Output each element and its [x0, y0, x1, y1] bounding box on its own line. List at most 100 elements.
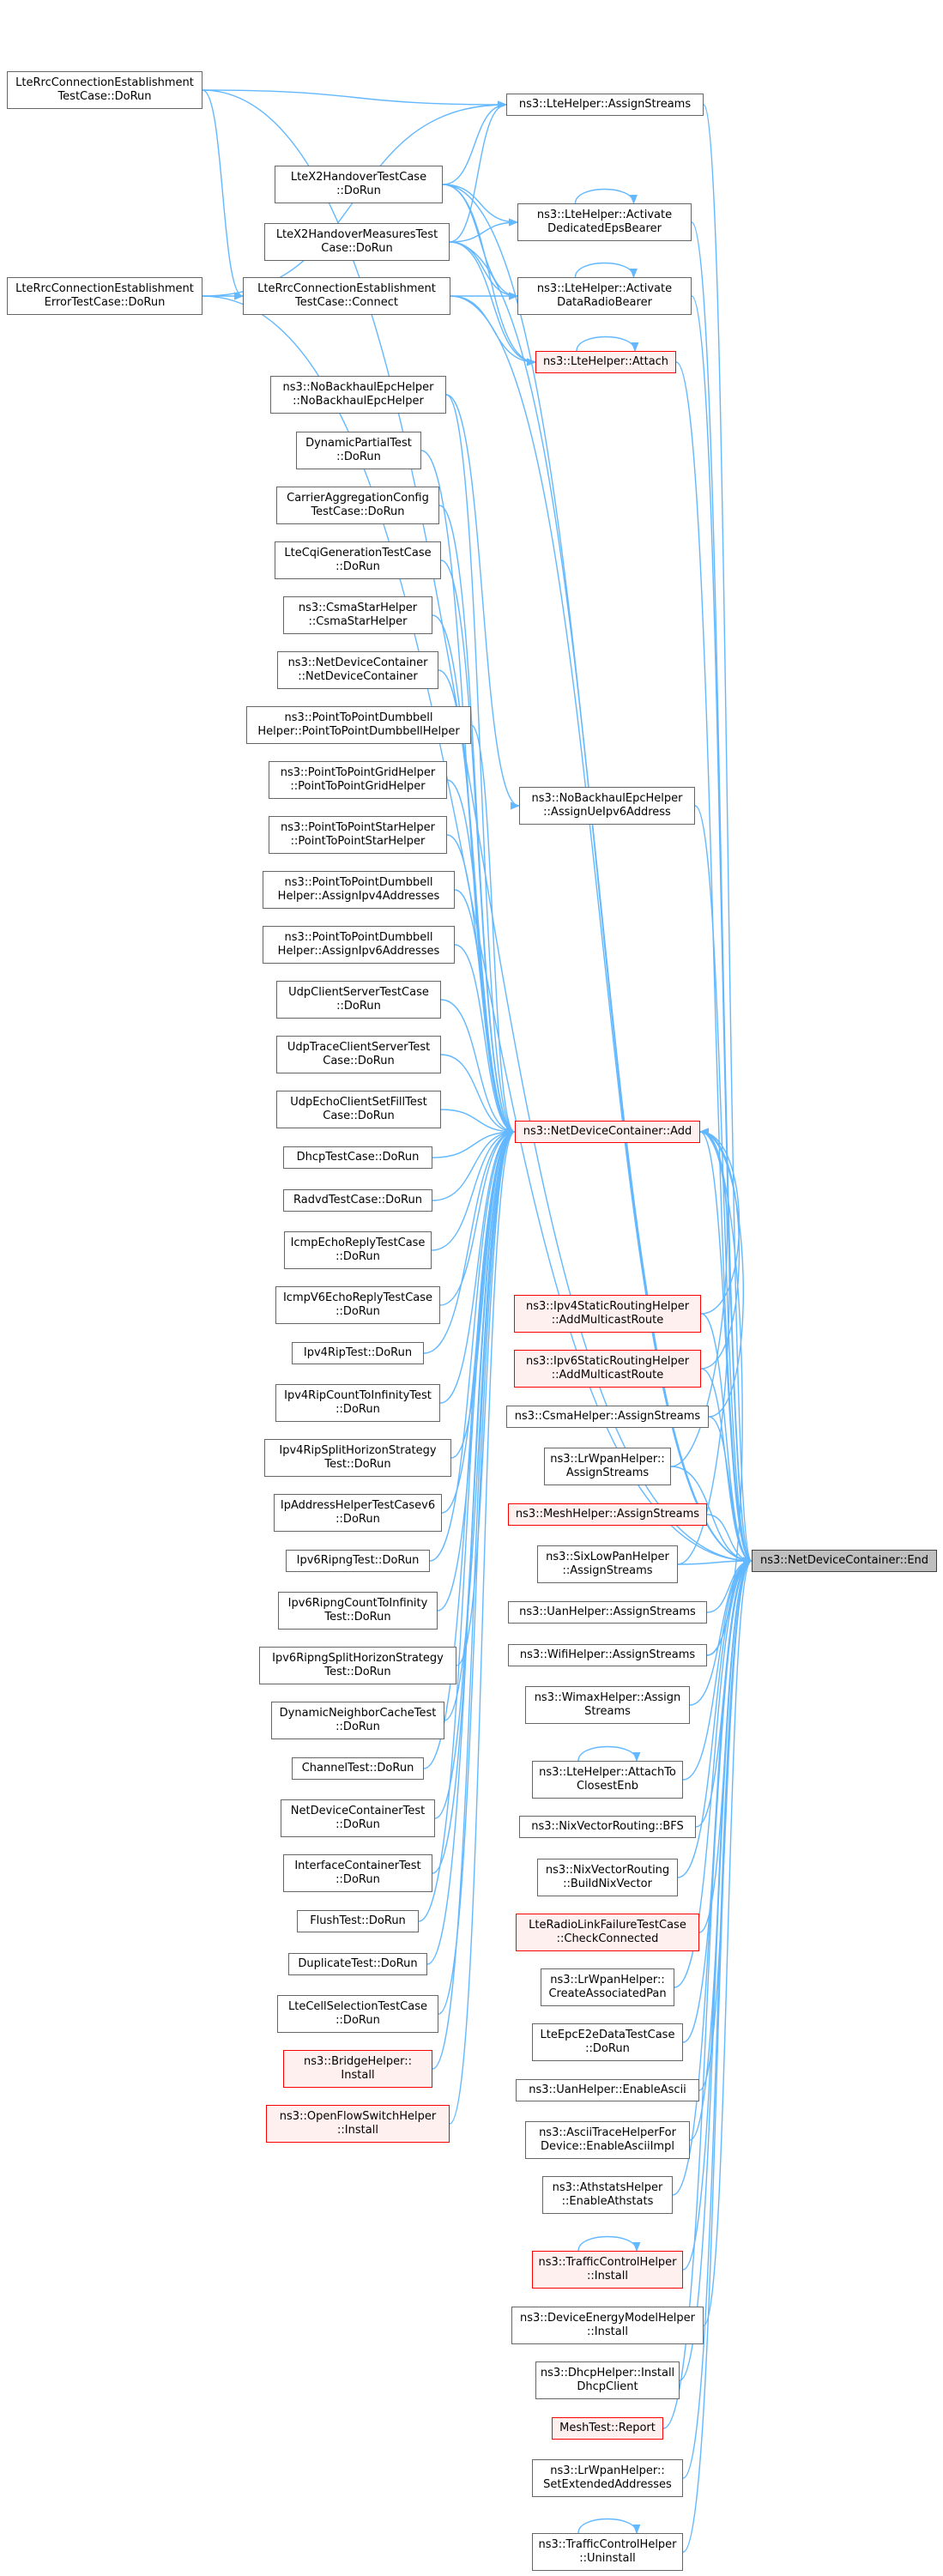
edge-bridge-install-to-ndc-add [432, 1128, 517, 2070]
graph-node-cqi-gen[interactable]: LteCqiGenerationTestCase ::DoRun [275, 541, 441, 579]
graph-node-label: ns3::NetDeviceContainer::Add [523, 1125, 692, 1138]
graph-node-tc-install[interactable]: ns3::TrafficControlHelper ::Install [532, 2251, 683, 2289]
graph-node-flush-test[interactable]: FlushTest::DoRun [297, 1910, 419, 1932]
graph-node-label: LteRrcConnectionEstablishment TestCase::… [257, 282, 436, 309]
graph-node-uan-ascii[interactable]: ns3::UanHelper::EnableAscii [516, 2079, 699, 2101]
graph-node-lte-closest[interactable]: ns3::LteHelper::AttachTo ClosestEnb [532, 1761, 683, 1799]
graph-node-wimax-assign[interactable]: ns3::WimaxHelper::Assign Streams [525, 1686, 690, 1724]
graph-node-lrwpan-assign[interactable]: ns3::LrWpanHelper:: AssignStreams [544, 1448, 671, 1485]
graph-node-csma-assign[interactable]: ns3::CsmaHelper::AssignStreams [506, 1406, 709, 1428]
graph-node-ipaddr-v6[interactable]: IpAddressHelperTestCasev6 ::DoRun [274, 1494, 442, 1532]
edge-lrwpan-assign-to-ndc-end [670, 1466, 753, 1565]
graph-node-label: ns3::DeviceEnergyModelHelper ::Install [519, 2312, 696, 2338]
graph-node-lrwpan-ext[interactable]: ns3::LrWpanHelper:: SetExtendedAddresses [532, 2459, 683, 2497]
graph-node-dhcp-install[interactable]: ns3::DhcpHelper::Install DhcpClient [535, 2361, 680, 2399]
graph-node-label: DynamicPartialTest ::DoRun [305, 437, 412, 463]
graph-node-ascii-impl[interactable]: ns3::AsciiTraceHelperFor Device::EnableA… [525, 2121, 690, 2159]
graph-node-p2p-v4[interactable]: ns3::PointToPointDumbbell Helper::Assign… [263, 871, 455, 909]
graph-node-nobh-assign-v6[interactable]: ns3::NoBackhaulEpcHelper ::AssignUeIpv6A… [519, 787, 695, 825]
graph-node-lrwpan-pan[interactable]: ns3::LrWpanHelper:: CreateAssociatedPan [541, 1968, 674, 2006]
graph-node-label: ns3::CsmaHelper::AssignStreams [514, 1410, 701, 1423]
graph-node-x2m-doRun[interactable]: LteX2HandoverMeasuresTest Case::DoRun [264, 223, 450, 261]
graph-node-nobh-ctor[interactable]: ns3::NoBackhaulEpcHelper ::NoBackhaulEpc… [270, 376, 446, 414]
graph-node-label: ns3::AsciiTraceHelperFor Device::EnableA… [539, 2126, 676, 2153]
graph-node-label: ns3::LrWpanHelper:: CreateAssociatedPan [548, 1974, 667, 2000]
graph-node-ifc-test[interactable]: InterfaceContainerTest ::DoRun [283, 1854, 432, 1892]
graph-node-rrc-doRun[interactable]: LteRrcConnectionEstablishment TestCase::… [7, 71, 203, 109]
graph-node-p2p-db[interactable]: ns3::PointToPointDumbbell Helper::PointT… [246, 706, 471, 744]
graph-node-label: InterfaceContainerTest ::DoRun [294, 1859, 421, 1886]
graph-node-ipv4rip-cti[interactable]: Ipv4RipCountToInfinityTest ::DoRun [275, 1384, 440, 1422]
graph-node-lte-attach[interactable]: ns3::LteHelper::Attach [535, 351, 676, 373]
graph-node-energy-install[interactable]: ns3::DeviceEnergyModelHelper ::Install [511, 2307, 704, 2344]
graph-node-nix-bfs[interactable]: ns3::NixVectorRouting::BFS [519, 1816, 696, 1838]
graph-node-athstats[interactable]: ns3::AthstatsHelper ::EnableAthstats [542, 2176, 673, 2214]
graph-node-ipv6ripng[interactable]: Ipv6RipngTest::DoRun [286, 1550, 430, 1572]
edge-x2m-doRun-to-lte-attach [449, 241, 537, 366]
graph-node-mesh-report[interactable]: MeshTest::Report [552, 2417, 663, 2440]
graph-node-icmpv6-echo[interactable]: IcmpV6EchoReplyTestCase ::DoRun [275, 1286, 440, 1324]
graph-node-label: ns3::Ipv6StaticRoutingHelper ::AddMultic… [525, 1355, 690, 1382]
graph-node-rrc-err-doRun[interactable]: LteRrcConnectionEstablishment ErrorTestC… [7, 277, 203, 315]
graph-node-udp-echo[interactable]: UdpEchoClientSetFillTest Case::DoRun [276, 1091, 441, 1128]
graph-node-ndc-ctor[interactable]: ns3::NetDeviceContainer ::NetDeviceConta… [277, 651, 438, 689]
graph-node-label: ns3::LteHelper::AssignStreams [518, 98, 692, 111]
graph-node-ipv4rip-sh[interactable]: Ipv4RipSplitHorizonStrategy Test::DoRun [264, 1439, 451, 1477]
graph-node-udp-trace[interactable]: UdpTraceClientServerTest Case::DoRun [276, 1036, 441, 1073]
graph-node-label: ns3::NetDeviceContainer::End [759, 1554, 929, 1567]
graph-node-label: DynamicNeighborCacheTest ::DoRun [279, 1707, 437, 1733]
graph-node-label: DuplicateTest::DoRun [298, 1957, 418, 1970]
graph-node-ipv4rip[interactable]: Ipv4RipTest::DoRun [292, 1342, 424, 1364]
graph-node-label: ns3::LteHelper::AttachTo ClosestEnb [539, 1766, 676, 1793]
graph-node-p2p-star[interactable]: ns3::PointToPointStarHelper ::PointToPoi… [269, 816, 447, 854]
graph-node-cell-sel[interactable]: LteCellSelectionTestCase ::DoRun [277, 1995, 438, 2033]
graph-node-ndc-add[interactable]: ns3::NetDeviceContainer::Add [515, 1121, 700, 1143]
graph-node-ndc-end[interactable]: ns3::NetDeviceContainer::End [752, 1550, 937, 1572]
graph-node-label: Ipv6RipngCountToInfinity Test::DoRun [287, 1597, 428, 1624]
graph-node-dup-test[interactable]: DuplicateTest::DoRun [288, 1953, 427, 1975]
graph-node-label: ns3::TrafficControlHelper ::Uninstall [538, 2538, 677, 2565]
graph-node-p2p-grid[interactable]: ns3::PointToPointGridHelper ::PointToPoi… [269, 761, 447, 799]
graph-node-icmp-echo[interactable]: IcmpEchoReplyTestCase ::DoRun [284, 1231, 432, 1269]
graph-node-ipv6-mcast[interactable]: ns3::Ipv6StaticRoutingHelper ::AddMultic… [514, 1350, 701, 1388]
graph-node-wifi-assign[interactable]: ns3::WifiHelper::AssignStreams [508, 1644, 707, 1666]
graph-node-label: ns3::LteHelper::Attach [542, 355, 669, 368]
graph-node-udp-cs[interactable]: UdpClientServerTestCase ::DoRun [276, 981, 441, 1019]
graph-node-sixlow-assign[interactable]: ns3::SixLowPanHelper ::AssignStreams [537, 1545, 678, 1583]
graph-node-lte-ded[interactable]: ns3::LteHelper::Activate DedicatedEpsBea… [517, 203, 692, 241]
graph-node-dyn-partial[interactable]: DynamicPartialTest ::DoRun [296, 432, 421, 469]
graph-node-lte-assign[interactable]: ns3::LteHelper::AssignStreams [506, 94, 704, 116]
graph-node-ofs-install[interactable]: ns3::OpenFlowSwitchHelper ::Install [266, 2105, 450, 2143]
graph-node-mesh-assign[interactable]: ns3::MeshHelper::AssignStreams [508, 1503, 707, 1526]
graph-node-p2p-v6[interactable]: ns3::PointToPointDumbbell Helper::Assign… [263, 926, 455, 964]
graph-node-label: IpAddressHelperTestCasev6 ::DoRun [280, 1499, 436, 1526]
graph-node-rlf-check[interactable]: LteRadioLinkFailureTestCase ::CheckConne… [516, 1914, 699, 1951]
graph-node-x2-doRun[interactable]: LteX2HandoverTestCase ::DoRun [275, 166, 443, 203]
graph-node-ipv4-mcast[interactable]: ns3::Ipv4StaticRoutingHelper ::AddMultic… [514, 1295, 701, 1333]
edge-udp-trace-to-ndc-add [440, 1054, 517, 1136]
graph-node-ipv6ripng-sh[interactable]: Ipv6RipngSplitHorizonStrategy Test::DoRu… [259, 1647, 456, 1684]
graph-node-uan-assign[interactable]: ns3::UanHelper::AssignStreams [508, 1601, 707, 1624]
graph-node-dyn-neigh[interactable]: DynamicNeighborCacheTest ::DoRun [271, 1702, 444, 1739]
edge-radvd-to-ndc-add [432, 1128, 517, 1201]
graph-node-radvd[interactable]: RadvdTestCase::DoRun [283, 1189, 432, 1212]
edge-ca-config-to-ndc-add [438, 505, 517, 1136]
graph-node-rrc-connect[interactable]: LteRrcConnectionEstablishment TestCase::… [243, 277, 450, 315]
graph-node-nix-build[interactable]: ns3::NixVectorRouting ::BuildNixVector [537, 1859, 678, 1896]
graph-node-label: ns3::AthstatsHelper ::EnableAthstats [552, 2181, 663, 2208]
edge-x2-doRun-to-lte-ded [442, 184, 519, 227]
graph-node-lte-drb[interactable]: ns3::LteHelper::Activate DataRadioBearer [517, 277, 692, 315]
graph-node-label: UdpTraceClientServerTest Case::DoRun [287, 1041, 431, 1067]
edge-nobh-ctor-to-nobh-assign-v6 [445, 394, 521, 810]
graph-node-epc-e2e[interactable]: LteEpcE2eDataTestCase ::DoRun [532, 2023, 683, 2061]
graph-node-tc-uninstall[interactable]: ns3::TrafficControlHelper ::Uninstall [532, 2533, 683, 2571]
graph-node-dhcp-test[interactable]: DhcpTestCase::DoRun [283, 1146, 432, 1169]
graph-node-bridge-install[interactable]: ns3::BridgeHelper:: Install [283, 2050, 432, 2088]
edge-csma-assign-to-ndc-end [708, 1416, 753, 1565]
graph-node-ipv6ripng-cti[interactable]: Ipv6RipngCountToInfinity Test::DoRun [278, 1592, 438, 1630]
graph-node-ndc-test[interactable]: NetDeviceContainerTest ::DoRun [281, 1799, 435, 1837]
edge-ipv6ripng-to-ndc-add [429, 1128, 517, 1562]
graph-node-ca-config[interactable]: CarrierAggregationConfig TestCase::DoRun [276, 487, 439, 524]
graph-node-csma-star[interactable]: ns3::CsmaStarHelper ::CsmaStarHelper [283, 596, 432, 634]
graph-node-channel-test[interactable]: ChannelTest::DoRun [292, 1757, 424, 1780]
